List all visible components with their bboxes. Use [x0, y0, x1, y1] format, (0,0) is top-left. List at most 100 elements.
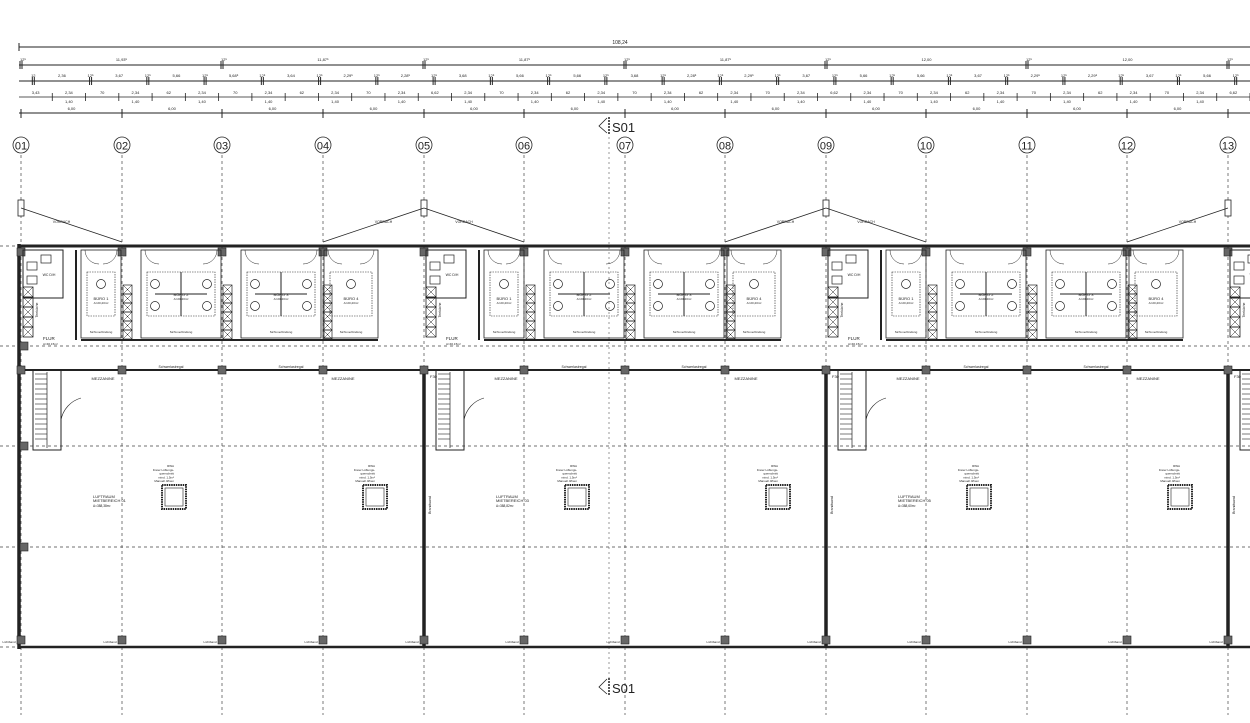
room-label-mezzanine: MEZZANINE — [494, 376, 517, 381]
chair-icon — [901, 279, 911, 289]
cabinet-x — [525, 293, 536, 304]
window-band-label: Lichtband — [1209, 640, 1222, 644]
room-label-wc: WC D/H — [43, 273, 56, 277]
column — [19, 341, 29, 351]
room-label-teekueche: Teeküche — [35, 302, 39, 317]
axis-label: 12 — [1121, 141, 1133, 153]
dimension-label: 62 — [965, 90, 970, 95]
dimension-label: 6,00 — [370, 106, 379, 111]
dimension-label: 6,00 — [1174, 106, 1183, 111]
label-schwerlast: Schwerlastregal — [159, 365, 184, 369]
office-room — [643, 249, 725, 339]
toilet-icon — [26, 275, 38, 285]
room-label-buero: BÜRO 3 — [274, 292, 290, 297]
dimension-label: 2,34 — [531, 90, 540, 95]
dimension-label: 5,66 — [917, 73, 926, 78]
room-area: A=20,20m² — [1149, 301, 1164, 305]
axis-label: 02 — [116, 141, 128, 153]
cabinet-x — [1027, 311, 1038, 322]
door-swing — [1132, 249, 1148, 265]
smoke-vent-inner — [768, 487, 788, 507]
door-swing — [907, 249, 923, 265]
column — [519, 635, 529, 645]
smoke-vent — [161, 484, 187, 510]
cabinet — [1127, 329, 1138, 340]
chair-icon — [302, 279, 312, 289]
dimension-label: 6,00 — [68, 106, 77, 111]
unit-area: A=388,82m² — [496, 504, 513, 508]
canopy-label: VORDACH — [1179, 220, 1197, 224]
desk-area — [1134, 271, 1178, 317]
dimension-sublabel: 1,40 — [331, 99, 340, 104]
axis-label: 09 — [820, 141, 832, 153]
cabinet-x — [725, 311, 736, 322]
dimension-label: 11,87⁵ — [317, 57, 329, 62]
dimension-sublabel: 1,40 — [464, 99, 473, 104]
stair — [837, 369, 867, 451]
cabinet-x — [122, 293, 133, 304]
window-band-label: Lichtband — [203, 640, 216, 644]
toilet-icon — [429, 275, 441, 285]
smoke-vent-inner — [164, 487, 184, 507]
door-swing — [505, 249, 521, 265]
cabinet-x — [322, 302, 333, 313]
window-band-label: Lichtband — [807, 640, 820, 644]
dimension-tick-label: 12⁵ — [1227, 57, 1233, 62]
door-swing — [60, 397, 82, 421]
rwa-label: RWA — [368, 464, 375, 468]
cabinet-x — [122, 284, 133, 295]
chair-icon — [605, 301, 615, 311]
canopy-label: VORDACH — [53, 220, 71, 224]
dimension-sublabel: 1,40 — [730, 99, 739, 104]
room-label-mezzanine: MEZZANINE — [734, 376, 757, 381]
dimension-label: 6,00 — [772, 106, 781, 111]
rwa-label: mind. 1,5m² — [762, 475, 778, 479]
unit-label: MIETBEREICH 05 — [898, 498, 932, 503]
dimension-label: 2,34 — [198, 90, 207, 95]
rwa-label: Manuell öffnen — [355, 479, 375, 483]
dimension-label: 5,66 — [860, 73, 869, 78]
kitchen-x — [827, 286, 839, 298]
dimension-sublabel: 1,40 — [664, 99, 673, 104]
chair-icon — [749, 279, 759, 289]
glazing-label: Sicht-verbindung — [573, 330, 596, 334]
dimension-label: 70 — [366, 90, 371, 95]
office-room — [885, 249, 927, 339]
label-schwerlast: Schwerlastregal — [682, 365, 707, 369]
chair-icon — [250, 301, 260, 311]
room-label-buero: BÜRO 4 — [1149, 296, 1165, 301]
dimension-label: 5,66 — [516, 73, 525, 78]
cabinet-x — [725, 320, 736, 331]
dimension-label: 6,00 — [872, 106, 881, 111]
dimension-label: 3,67 — [974, 73, 983, 78]
rwa-label: RWA — [1173, 464, 1180, 468]
rwa-label: Freier Lüftungs- — [757, 468, 778, 472]
axis-bubble — [917, 136, 935, 154]
kitchen-x — [22, 306, 34, 318]
unit-label: LUFTRAUM — [898, 494, 920, 499]
cabinet-x — [927, 311, 938, 322]
room-area: A=20,20m² — [344, 301, 359, 305]
dimension-sublabel: 1,40 — [198, 99, 207, 104]
smoke-vent — [564, 484, 590, 510]
rwa-label: mind. 1,5m² — [561, 475, 577, 479]
room-area: A=20,20m² — [577, 297, 592, 301]
room-label-buero: BÜRO 4 — [344, 296, 360, 301]
dimension-label: 62 — [300, 90, 305, 95]
dimension-label: 6,00 — [571, 106, 580, 111]
chair-icon — [1107, 279, 1117, 289]
window-band-label: Lichtband — [1008, 640, 1021, 644]
axis-label: 11 — [1021, 141, 1032, 153]
kitchen-x — [1229, 286, 1241, 298]
column — [821, 365, 831, 375]
cabinet-x — [322, 320, 333, 331]
dimension-tick-label: 12⁵ — [1026, 57, 1032, 62]
canopy-edge — [20, 207, 123, 243]
room-label-flur: FLUR — [446, 336, 459, 341]
glazing-label: Sicht-verbindung — [1075, 330, 1098, 334]
dimension-label: 12⁵ — [88, 73, 94, 78]
door-swing — [1007, 249, 1023, 265]
dimension-label: 2,28⁵ — [401, 73, 411, 78]
canopy-edge — [322, 207, 425, 243]
